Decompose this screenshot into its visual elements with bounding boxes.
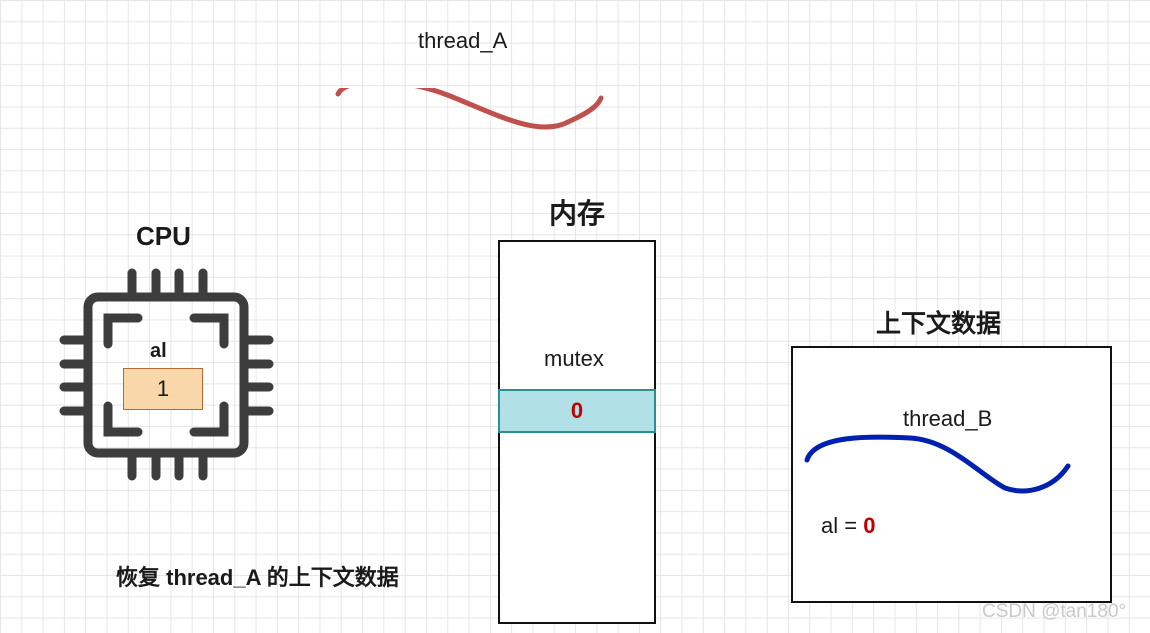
cpu-chip-icon bbox=[59, 268, 274, 481]
context-register: al = 0 bbox=[821, 513, 875, 539]
thread-a-wave bbox=[335, 88, 604, 130]
context-register-text: al = bbox=[821, 513, 864, 538]
thread-b-label: thread_B bbox=[903, 406, 993, 431]
mutex-label: mutex bbox=[544, 346, 604, 371]
context-register-value: 0 bbox=[863, 513, 876, 538]
memory-title: 内存 bbox=[549, 198, 606, 229]
watermark: CSDN @tan180° bbox=[982, 601, 1127, 622]
restore-context-note: 恢复 thread_A 的上下文数据 bbox=[116, 565, 399, 590]
thread-b-wave bbox=[804, 434, 1071, 494]
mutex-value: 0 bbox=[498, 389, 656, 433]
thread-a-label: thread_A bbox=[418, 28, 508, 53]
register-value: 1 bbox=[123, 368, 203, 410]
context-title: 上下文数据 bbox=[876, 310, 1002, 338]
cpu-title: CPU bbox=[136, 221, 191, 251]
register-name: al bbox=[150, 340, 167, 362]
